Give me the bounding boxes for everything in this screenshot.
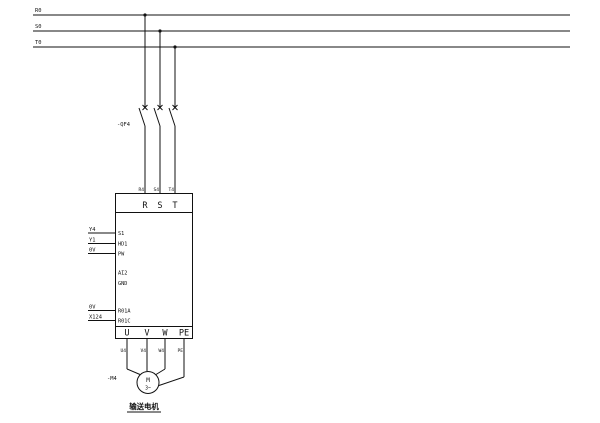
circuit-breaker-symbol bbox=[138, 104, 178, 127]
drive-terminal-u: U bbox=[124, 329, 129, 339]
control-wire-label-x124: X124 bbox=[89, 315, 102, 321]
input-wire-label-s4: S4 bbox=[153, 187, 159, 193]
motor-symbol-phase: 3~ bbox=[145, 386, 151, 392]
drive-terminal-pe: PE bbox=[179, 329, 189, 339]
drive-terminal-t: T bbox=[172, 201, 177, 211]
drive-terminal-r01c: R01C bbox=[118, 319, 131, 325]
motor-label: -M4 bbox=[107, 376, 117, 382]
input-wire-label-r4: R4 bbox=[138, 187, 144, 193]
control-wire-label-0v-a: 0V bbox=[89, 248, 96, 254]
drive-terminal-s1: S1 bbox=[118, 231, 124, 237]
motor-caption: 输送电机 bbox=[129, 402, 159, 411]
power-bus-lines bbox=[33, 14, 570, 48]
breaker-label: -QF4 bbox=[117, 122, 130, 128]
output-wire-label-w4: W4 bbox=[158, 348, 164, 354]
phase-label-t0: T0 bbox=[35, 40, 42, 46]
control-wire-stubs bbox=[88, 232, 116, 321]
motor-wires bbox=[126, 338, 185, 386]
phase-label-r0: R0 bbox=[35, 8, 42, 14]
drive-terminal-r01a: R01A bbox=[118, 309, 131, 315]
motor-symbol-letter: M bbox=[146, 377, 150, 384]
feeder-wires-upper bbox=[144, 15, 176, 107]
drive-terminal-hd1: HD1 bbox=[118, 242, 127, 248]
input-wire-label-t4: T4 bbox=[168, 187, 174, 193]
drive-terminal-gnd: GND bbox=[118, 281, 127, 287]
drive-terminal-w: W bbox=[162, 329, 168, 339]
drive-terminal-s: S bbox=[157, 201, 162, 211]
drive-terminal-v: V bbox=[144, 329, 149, 339]
output-wire-label-v4: V4 bbox=[140, 348, 146, 354]
drive-terminal-pw: PW bbox=[118, 252, 125, 258]
output-wire-label-u4: U4 bbox=[120, 348, 126, 354]
drive-terminal-r: R bbox=[142, 201, 148, 211]
control-wire-label-0v-b: 0V bbox=[89, 305, 96, 311]
motor-circle bbox=[136, 371, 160, 394]
control-wire-label-y4: Y4 bbox=[89, 227, 96, 233]
drive-box-separators bbox=[115, 212, 193, 327]
control-wire-label-y1: Y1 bbox=[89, 238, 96, 244]
drive-terminal-ai2: AI2 bbox=[118, 271, 127, 277]
drive-box bbox=[115, 193, 193, 339]
feeder-wires-lower bbox=[144, 126, 176, 193]
output-wire-label-pe: PE bbox=[177, 348, 183, 354]
phase-label-s0: S0 bbox=[35, 24, 42, 30]
